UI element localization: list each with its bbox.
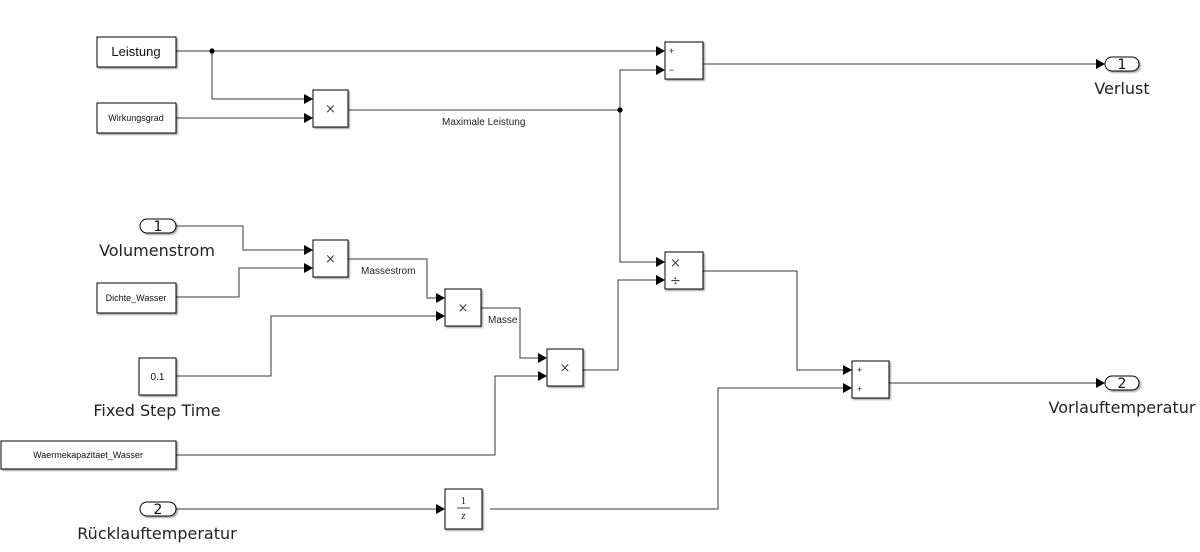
arrowhead <box>304 245 313 255</box>
arrowhead <box>843 383 852 393</box>
arrowhead <box>538 353 547 363</box>
arrowhead <box>1096 59 1105 69</box>
port-name: Vorlauftemperatur <box>1049 398 1196 417</box>
constant-block-leistung[interactable]: Leistung <box>96 36 177 68</box>
product-block-massestrom[interactable]: × <box>312 239 349 278</box>
arrowhead <box>656 65 665 75</box>
wire-delay-to-sum[interactable] <box>490 387 843 510</box>
multiply-icon: × <box>325 102 336 117</box>
multiply-icon: × <box>560 361 571 376</box>
branch-point <box>209 48 215 54</box>
wire-waermekapazitaet-to-product[interactable] <box>176 375 538 456</box>
block-label: Dichte_Wasser <box>106 293 167 303</box>
inport-ruecklauftemperatur[interactable]: 2 Rücklauftemperatur <box>77 501 237 543</box>
sign-plus: + <box>857 384 862 394</box>
block-label: Waermekapazitaet_Wasser <box>33 450 143 460</box>
wire-leistung-to-product[interactable] <box>211 51 304 100</box>
arrowhead <box>304 263 313 273</box>
arrowhead <box>656 257 665 267</box>
wire-masse[interactable] <box>481 307 538 359</box>
constant-block-waermekapazitaet-wasser[interactable]: Waermekapazitaet_Wasser <box>0 440 177 470</box>
arrowhead <box>538 371 547 381</box>
port-number: 1 <box>1118 57 1127 73</box>
port-number: 2 <box>1118 376 1127 392</box>
product-block-maximale-leistung[interactable]: × <box>312 89 349 128</box>
wire-maxleistung-to-divide[interactable] <box>619 110 656 263</box>
port-number: 1 <box>154 219 163 235</box>
wire-volumenstrom-to-product[interactable] <box>176 225 304 251</box>
wire-dichte-to-product[interactable] <box>176 267 304 298</box>
wire-fixedstep-to-product[interactable] <box>176 315 436 377</box>
delay-numerator: 1 <box>461 496 466 507</box>
arrowhead <box>304 94 313 104</box>
sum-block-vorlauf[interactable]: + + <box>851 360 890 399</box>
arrowhead <box>436 293 445 303</box>
signal-label-masse: Masse <box>488 315 518 326</box>
block-label: Leistung <box>111 44 160 59</box>
sign-plus: + <box>669 46 674 56</box>
sign-minus: − <box>669 65 674 75</box>
arrowhead <box>436 504 445 514</box>
outport-vorlauftemperatur[interactable]: 2 Vorlauftemperatur <box>1049 375 1196 417</box>
port-name: Verlust <box>1094 79 1149 98</box>
arrowhead <box>843 365 852 375</box>
block-name: Fixed Step Time <box>93 401 220 420</box>
arrowhead <box>304 113 313 123</box>
inport-volumenstrom[interactable]: 1 Volumenstrom <box>99 218 215 260</box>
arrowhead <box>656 275 665 285</box>
block-value: 0.1 <box>151 372 165 383</box>
sign-plus: + <box>857 365 862 375</box>
arrowhead <box>436 311 445 321</box>
constant-block-fixed-step-time[interactable]: 0.1 Fixed Step Time <box>93 357 221 420</box>
branch-point <box>617 107 623 113</box>
port-number: 2 <box>154 502 163 518</box>
multiply-icon: × <box>670 256 681 271</box>
block-label: Wirkungsgrad <box>108 113 164 123</box>
port-name: Rücklauftemperatur <box>77 524 237 543</box>
arrowheads <box>304 46 1105 514</box>
unit-delay-block[interactable]: 1 z <box>444 488 483 530</box>
delay-denominator: z <box>461 511 466 522</box>
wire-maxleistung-to-sum-minus[interactable] <box>619 69 656 110</box>
arrowhead <box>656 46 665 56</box>
multiply-icon: × <box>458 301 469 316</box>
signal-label-maximale-leistung: Maximale Leistung <box>442 117 525 128</box>
signal-label-massestrom: Massestrom <box>361 266 415 277</box>
product-block-energie[interactable]: × <box>546 348 584 387</box>
constant-block-wirkungsgrad[interactable]: Wirkungsgrad <box>96 102 177 134</box>
wire-energie-to-divide[interactable] <box>583 279 656 371</box>
divide-block[interactable]: × ÷ <box>664 251 704 290</box>
signal-lines <box>176 50 1096 510</box>
arrowhead <box>1096 378 1105 388</box>
port-name: Volumenstrom <box>99 241 215 260</box>
divide-icon: ÷ <box>670 274 681 289</box>
multiply-icon: × <box>325 252 336 267</box>
product-block-masse[interactable]: × <box>444 288 482 327</box>
sum-block-verlust[interactable]: + − <box>664 41 704 80</box>
outport-verlust[interactable]: 1 Verlust <box>1094 56 1150 98</box>
wire-divide-to-sum[interactable] <box>703 270 843 371</box>
constant-block-dichte-wasser[interactable]: Dichte_Wasser <box>96 282 177 314</box>
wire-massestrom[interactable] <box>348 258 436 299</box>
